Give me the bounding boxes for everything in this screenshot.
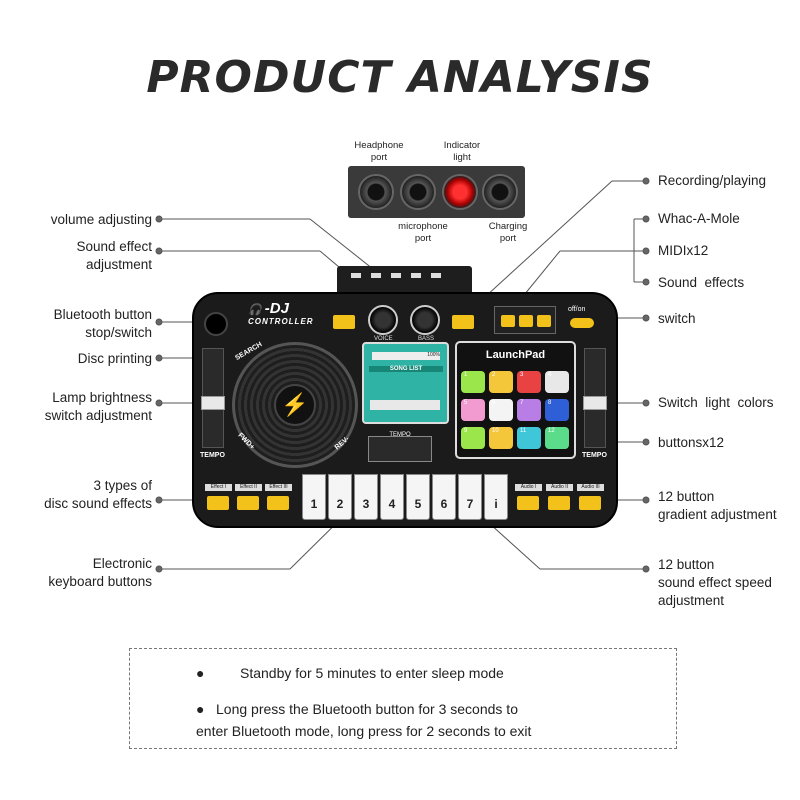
- launchpad-button[interactable]: 2: [489, 371, 513, 393]
- bass-knob[interactable]: [410, 305, 440, 335]
- charging-port: [482, 174, 518, 210]
- effect-tag-2: Effect II: [235, 484, 262, 491]
- label-gradient-adjustment: 12 button gradient adjustment: [658, 489, 777, 522]
- keyboard-key[interactable]: 5: [406, 474, 430, 520]
- label-sound-effects: Sound effects: [658, 275, 745, 290]
- center-tempo-slider[interactable]: [368, 436, 432, 462]
- launchpad-button[interactable]: 4: [545, 371, 569, 393]
- power-switch-label: off/on: [568, 306, 586, 313]
- launchpad-button[interactable]: 5: [461, 399, 485, 421]
- label-volume: volume adjusting: [50, 212, 152, 227]
- label-whac-a-mole: Whac-A-Mole: [658, 211, 740, 226]
- headphone-port-label: Headphone port: [354, 140, 404, 163]
- page-title: PRODUCT ANALYSIS: [146, 52, 654, 103]
- label-recording: Recording/playing: [658, 173, 767, 188]
- launchpad-button[interactable]: 8: [545, 399, 569, 421]
- launchpad-button[interactable]: 6: [489, 399, 513, 421]
- notes-box: [129, 648, 677, 749]
- label-disc-printing: Disc printing: [77, 351, 152, 366]
- label-midi: MIDIx12: [658, 243, 709, 258]
- microphone-port: [400, 174, 436, 210]
- center-tempo-label: TEMPO: [389, 432, 411, 438]
- label-bluetooth-button: Bluetooth button stop/switch: [53, 307, 152, 340]
- keyboard-key[interactable]: 7: [458, 474, 482, 520]
- keyboard-key[interactable]: 2: [328, 474, 352, 520]
- device-top-handle: [337, 266, 472, 296]
- keyboard-key[interactable]: 4: [380, 474, 404, 520]
- right-slider-knob[interactable]: [583, 396, 607, 410]
- effect-button-2[interactable]: [237, 496, 259, 510]
- launchpad-button[interactable]: 12: [545, 427, 569, 449]
- charging-port-label: Charging port: [488, 221, 528, 244]
- launchpad-button[interactable]: 10: [489, 427, 513, 449]
- label-switch-light-colors: Switch light colors: [658, 395, 774, 410]
- effect-tag-3: Effect III: [265, 484, 292, 491]
- launchpad-button[interactable]: 9: [461, 427, 485, 449]
- label-sound-effect-adjustment: Sound effect adjustment: [76, 239, 152, 272]
- screen-control-buttons[interactable]: [370, 400, 440, 410]
- audio-tag-1: Audio I: [515, 484, 542, 491]
- power-switch[interactable]: [570, 318, 594, 328]
- audio-tag-2: Audio II: [546, 484, 573, 491]
- song-screen: 100% SONG LIST: [362, 342, 449, 424]
- audio-button-3[interactable]: [579, 496, 601, 510]
- audio-button-1[interactable]: [517, 496, 539, 510]
- voice-knob-label: VOICE: [374, 336, 393, 342]
- keyboard-key[interactable]: 3: [354, 474, 378, 520]
- mode-button-group: [494, 306, 556, 334]
- launchpad-button[interactable]: 7: [517, 399, 541, 421]
- indicator-light: [442, 174, 478, 210]
- launchpad-button[interactable]: 11: [517, 427, 541, 449]
- label-disc-effects: 3 types of disc sound effects: [44, 478, 152, 511]
- sound-effects-button[interactable]: [537, 315, 551, 327]
- indicator-light-label: Indicator light: [443, 140, 481, 163]
- note-bullet-2: ●: [196, 701, 205, 717]
- right-tempo-label: TEMPO: [582, 452, 607, 459]
- whac-a-mole-button[interactable]: [501, 315, 515, 327]
- bluetooth-button[interactable]: [204, 312, 228, 336]
- recording-button[interactable]: [452, 315, 474, 329]
- launchpad-button[interactable]: 1: [461, 371, 485, 393]
- left-slider-knob[interactable]: [201, 396, 225, 410]
- microphone-port-label: microphone port: [398, 221, 448, 244]
- effect-button-3[interactable]: [267, 496, 289, 510]
- label-speed-adjustment: 12 button sound effect speed adjustment: [658, 557, 772, 608]
- keyboard-key[interactable]: 6: [432, 474, 456, 520]
- keyboard-key[interactable]: 1: [302, 474, 326, 520]
- label-switch: switch: [658, 311, 696, 326]
- audio-tag-3: Audio III: [577, 484, 604, 491]
- voice-knob[interactable]: [368, 305, 398, 335]
- bluetooth-mode-button[interactable]: [333, 315, 355, 329]
- port-strip: [348, 166, 525, 218]
- label-electronic-keyboard: Electronic keyboard buttons: [48, 556, 152, 589]
- launchpad-button[interactable]: 3: [517, 371, 541, 393]
- screen-title: SONG LIST: [369, 366, 443, 372]
- label-buttons: buttonsx12: [658, 435, 725, 450]
- lightning-icon: ⚡: [274, 384, 316, 426]
- screen-progress: 100%: [372, 352, 440, 360]
- note-bluetooth: Long press the Bluetooth button for 3 se…: [196, 701, 532, 739]
- headphone-port: [358, 174, 394, 210]
- note-standby: Standby for 5 minutes to enter sleep mod…: [240, 665, 504, 681]
- left-tempo-label: TEMPO: [200, 452, 225, 459]
- effect-tag-1: Effect I: [205, 484, 232, 491]
- note-bullet-1: ●: [196, 665, 205, 681]
- keyboard-key[interactable]: i: [484, 474, 508, 520]
- effect-button-1[interactable]: [207, 496, 229, 510]
- midi-button[interactable]: [519, 315, 533, 327]
- bass-knob-label: BASS: [418, 336, 435, 342]
- launchpad-title: LaunchPad: [485, 349, 546, 361]
- label-lamp-brightness: Lamp brightness switch adjustment: [44, 390, 152, 423]
- audio-button-2[interactable]: [548, 496, 570, 510]
